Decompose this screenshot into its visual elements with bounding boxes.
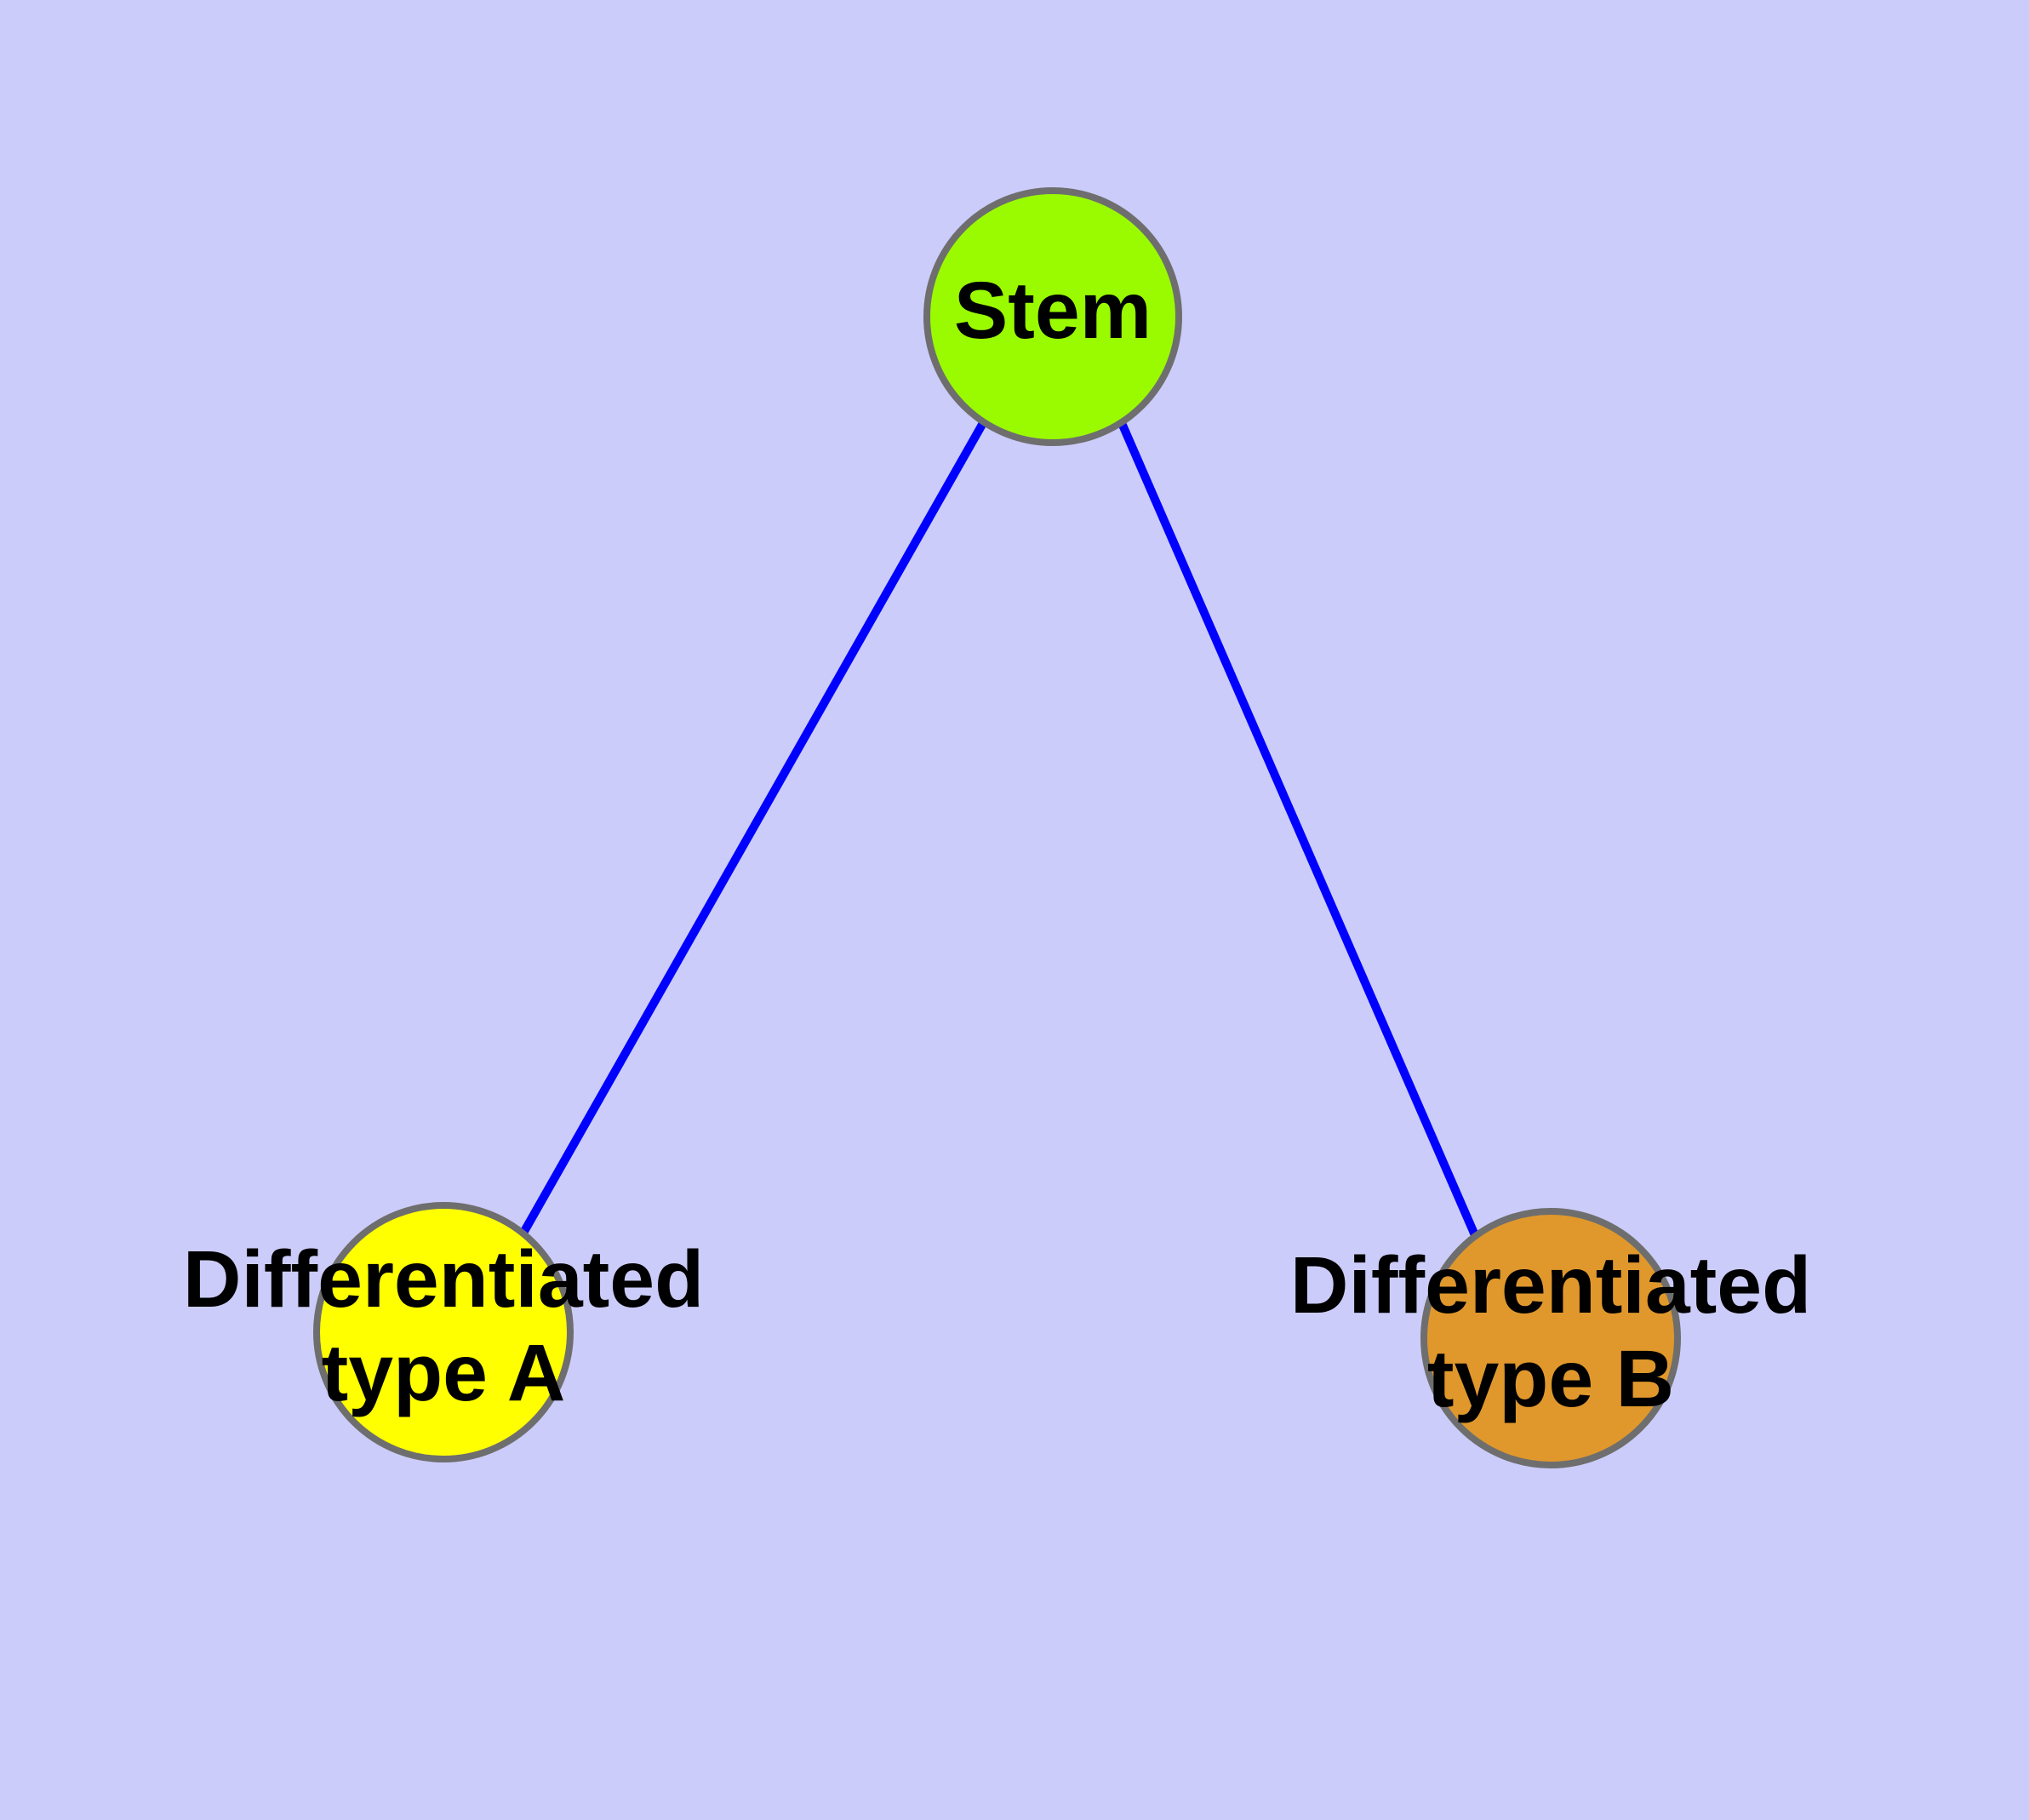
node-label-line: Differentiated	[1290, 1240, 1811, 1331]
node-label-line: Stem	[954, 266, 1152, 356]
node-layer	[313, 187, 1681, 1468]
edge-stem-to-differentiated-type-b[interactable]	[1117, 421, 1479, 1237]
node-differentiated-type-b-circle[interactable]	[1420, 1208, 1681, 1468]
node-differentiated-type-a-circle[interactable]	[313, 1202, 574, 1462]
node-label-line: type A	[322, 1328, 566, 1418]
node-stem-label: Stem	[954, 266, 1152, 356]
node-stem-circle[interactable]	[923, 187, 1182, 446]
node-label-line: type B	[1427, 1334, 1674, 1424]
node-label-line: Differentiated	[183, 1234, 704, 1325]
edge-layer	[518, 421, 1479, 1237]
edge-stem-to-differentiated-type-a[interactable]	[518, 421, 987, 1237]
